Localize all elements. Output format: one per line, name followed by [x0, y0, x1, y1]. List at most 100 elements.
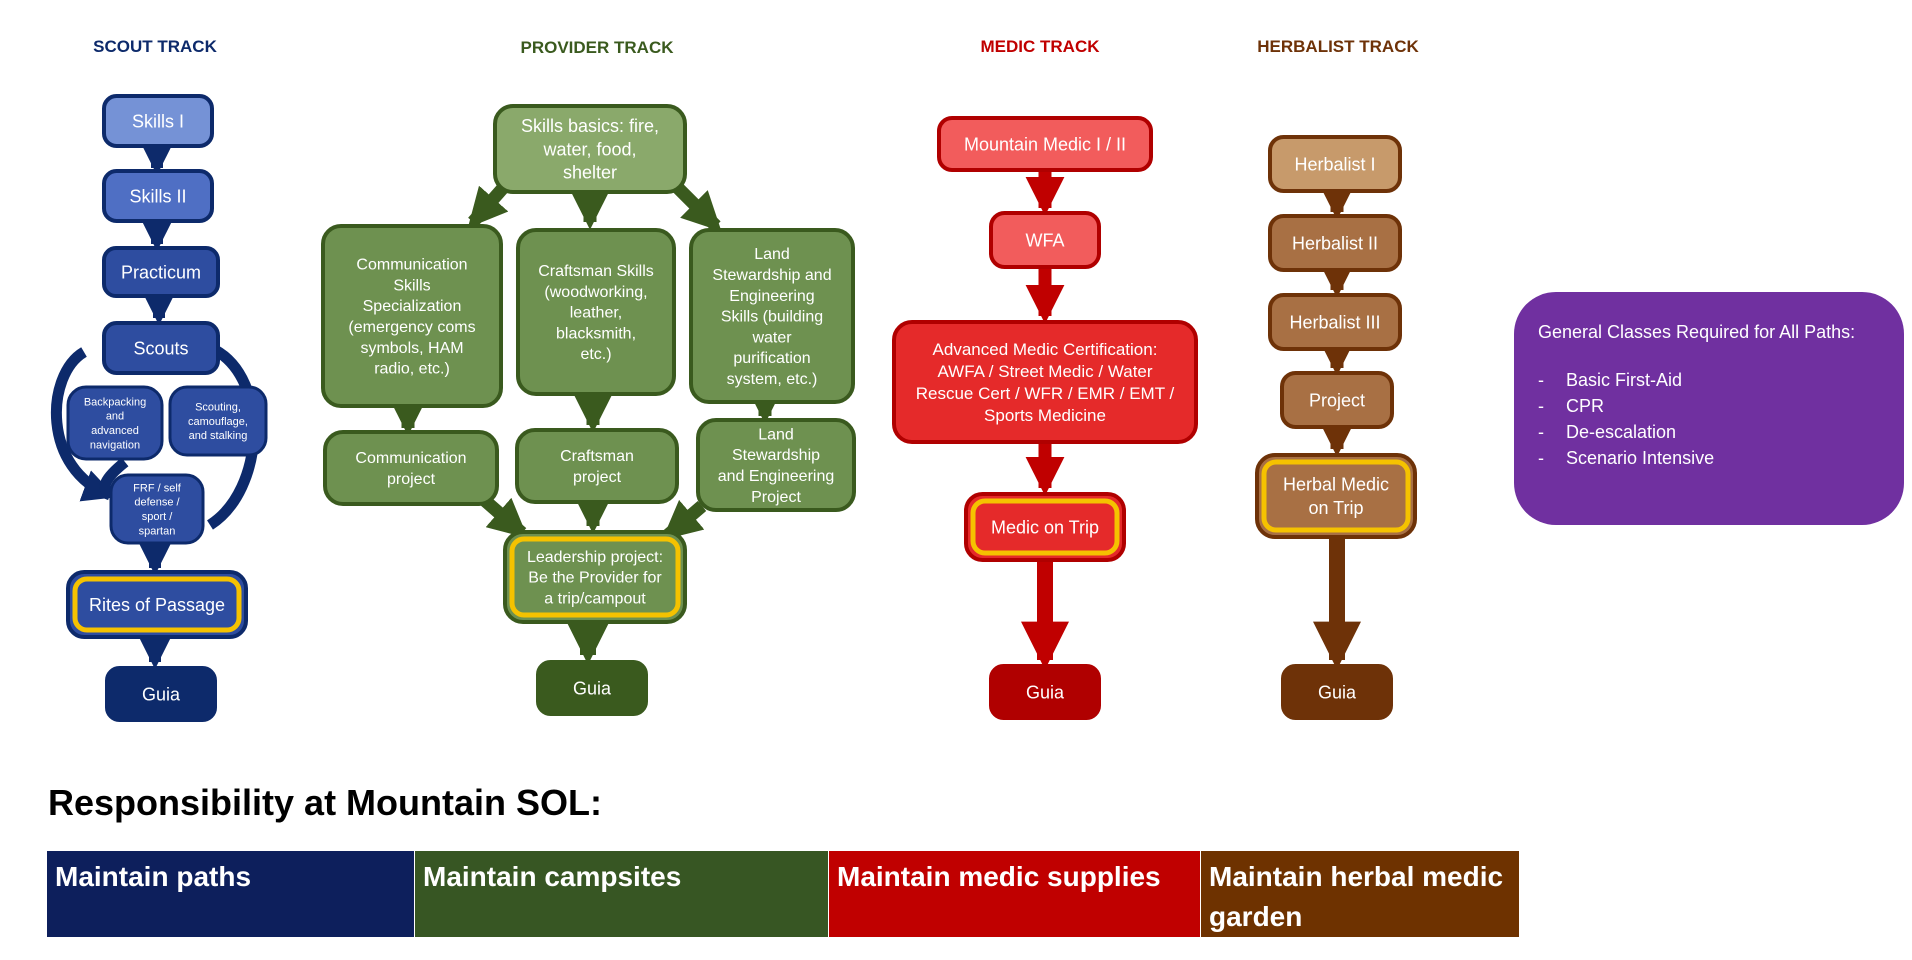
node-label: Herbalist II — [1292, 233, 1378, 253]
responsibility-provider: Maintain campsites — [415, 851, 829, 937]
general-classes-box: General Classes Required for All Paths: … — [1514, 292, 1904, 525]
node-label-line: radio, etc.) — [374, 361, 450, 378]
node-label-line: Backpacking — [84, 396, 146, 408]
node-label-line: Specialization — [363, 298, 462, 315]
node-label-line: Project — [1309, 390, 1365, 410]
node-box — [689, 228, 855, 404]
node-box — [503, 530, 687, 624]
node-label-line: Skills basics: fire, — [521, 116, 659, 136]
node-box — [109, 473, 205, 545]
node-prov-guia: Guia — [536, 660, 648, 716]
node-label-line: Practicum — [121, 262, 201, 282]
node-label-line: Rescue Cert / WFR / EMR / EMT / — [916, 384, 1175, 403]
node-box — [696, 418, 856, 512]
node-box — [536, 660, 648, 716]
node-label-line: etc.) — [580, 346, 611, 363]
node-label-line: and — [106, 411, 124, 423]
node-med-trip: Medic on Trip — [964, 492, 1126, 562]
node-label: Rites of Passage — [89, 595, 225, 615]
general-classes-list: Basic First-Aid CPR De-escalation Scenar… — [1538, 367, 1880, 471]
node-label-line: Guia — [1318, 682, 1357, 702]
node-scout-scouts: Scouts — [102, 321, 220, 375]
responsibility-herbalist: Maintain herbal medic garden — [1201, 851, 1519, 937]
node-med-guia: Guia — [989, 664, 1101, 720]
node-box — [964, 492, 1126, 562]
node-box — [989, 664, 1101, 720]
node-box — [937, 116, 1153, 172]
node-label-line: spartan — [139, 525, 176, 537]
node-label-line: camouflage, — [188, 416, 248, 428]
node-label-line: Skills — [393, 277, 430, 294]
node-label-line: symbols, HAM — [360, 340, 463, 357]
node-label-line: and Engineering — [718, 468, 835, 485]
arrow-scout-circle-3 — [99, 457, 129, 500]
node-label: Mountain Medic I / II — [964, 134, 1126, 154]
node-label-line: Guia — [573, 678, 612, 698]
node-box — [1280, 371, 1394, 429]
node-box — [105, 666, 217, 722]
node-label: Practicum — [121, 262, 201, 282]
responsibility-bar: Maintain paths Maintain campsites Mainta… — [47, 851, 1519, 937]
node-med-mm: Mountain Medic I / II — [937, 116, 1153, 172]
node-herb-1: Herbalist I — [1268, 135, 1402, 193]
node-label: Project — [1309, 390, 1365, 410]
node-label-line: AWFA / Street Medic / Water — [937, 362, 1152, 381]
node-label: Guia — [573, 678, 612, 698]
node-label-line: Leadership project: — [527, 549, 663, 566]
node-scout-practicum: Practicum — [102, 246, 220, 298]
node-herb-3: Herbalist III — [1268, 293, 1402, 351]
node-label-line: Project — [751, 489, 801, 506]
node-label-line: (emergency coms — [348, 319, 475, 336]
node-label-line: leather, — [570, 305, 622, 322]
node-box — [321, 224, 503, 408]
node-scout-skills2: Skills II — [102, 169, 214, 223]
arrow-prov-basics-land — [673, 183, 722, 232]
node-box — [892, 320, 1198, 444]
node-scout-skills1: Skills I — [102, 94, 214, 148]
node-label-line: Skills II — [129, 186, 186, 206]
node-label-line: Craftsman — [560, 448, 634, 465]
node-label-line: Herbalist I — [1294, 154, 1375, 174]
arrow-scout-circle — [50, 347, 117, 502]
scout-track-title: SCOUT TRACK — [93, 37, 217, 56]
node-label: Craftsman Skills(woodworking,leather,bla… — [538, 263, 654, 363]
node-label-line: shelter — [563, 163, 617, 183]
arrow-prov-basics-comm — [467, 183, 509, 228]
responsibility-scout: Maintain paths — [47, 851, 415, 937]
node-label-line: Sports Medicine — [984, 406, 1106, 425]
highlight-ring — [509, 536, 681, 618]
node-box — [1268, 293, 1402, 351]
node-herb-proj: Project — [1280, 371, 1394, 429]
general-class-item: Scenario Intensive — [1538, 445, 1880, 471]
node-label-line: advanced — [91, 425, 139, 437]
highlight-ring — [72, 576, 242, 633]
node-box — [323, 430, 499, 506]
general-classes-title: General Classes Required for All Paths: — [1538, 322, 1856, 342]
node-scout-guia: Guia — [105, 666, 217, 722]
track-diagram: SCOUT TRACK PROVIDER TRACK MEDIC TRACK H… — [50, 37, 1419, 722]
node-med-wfa: WFA — [989, 211, 1101, 269]
node-label-line: water — [751, 329, 792, 346]
node-label: Skills I — [132, 111, 184, 131]
node-label-line: on Trip — [1308, 498, 1363, 518]
node-label: Medic on Trip — [991, 517, 1099, 537]
node-label-line: project — [387, 471, 436, 488]
node-label-line: Engineering — [729, 288, 814, 305]
node-label-line: a trip/campout — [544, 590, 646, 607]
node-box — [1268, 214, 1402, 272]
node-box — [102, 321, 220, 375]
node-label-line: Rites of Passage — [89, 595, 225, 615]
node-label-line: sport / — [142, 511, 174, 523]
node-label-line: Skills I — [132, 111, 184, 131]
node-label-line: Skills (building — [721, 309, 823, 326]
